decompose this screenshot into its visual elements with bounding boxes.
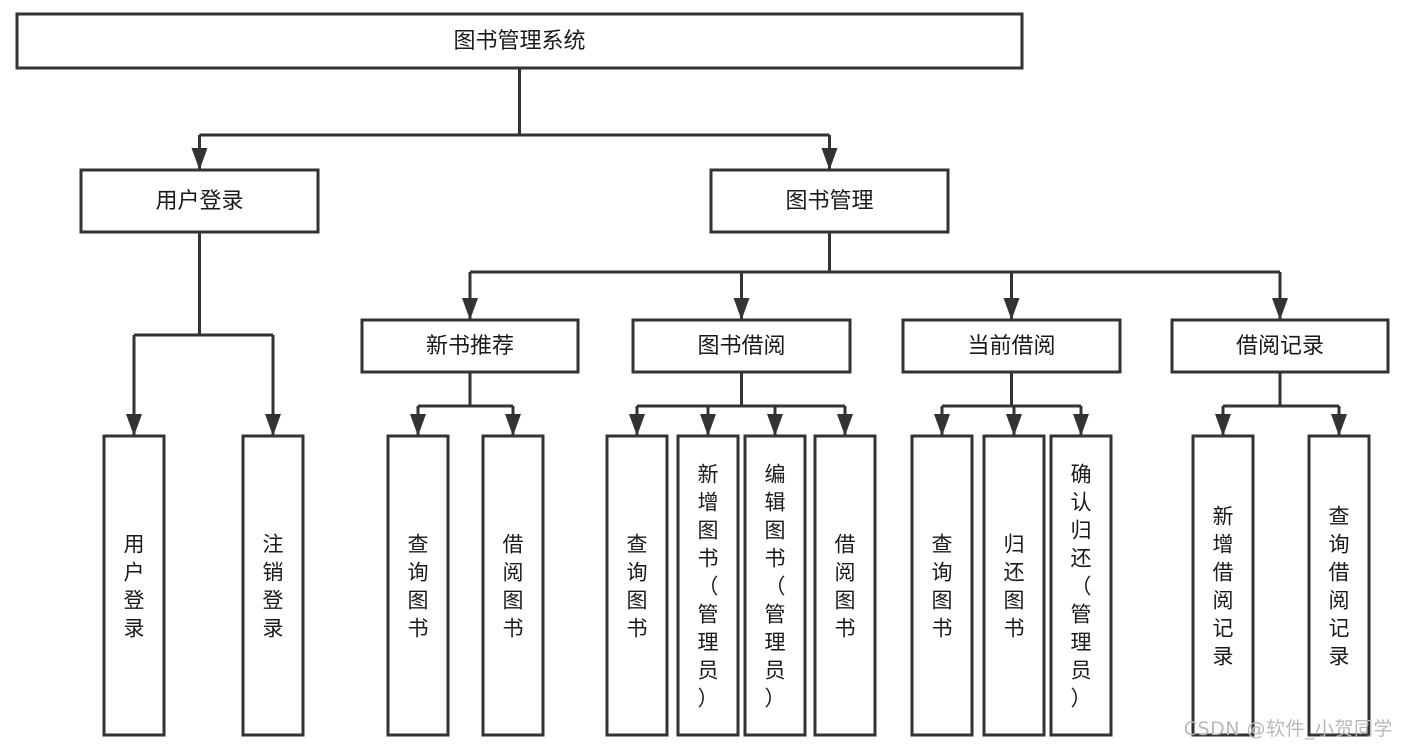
node-label: 确认归还（管理员） xyxy=(1071,462,1092,710)
node-label: 借阅图书 xyxy=(835,532,856,640)
node-current-borrow[interactable]: 当前借阅 xyxy=(901,318,1122,374)
node-box xyxy=(901,318,1122,374)
arrow-head-icon xyxy=(1272,298,1288,320)
arrow-head-icon xyxy=(733,298,750,320)
node-leaf-borrow-book-1[interactable]: 借阅图书 xyxy=(481,434,545,737)
arrow-head-icon xyxy=(462,298,478,320)
arrow-head-icon xyxy=(629,414,645,436)
node-new-book-rec[interactable]: 新书推荐 xyxy=(360,318,580,374)
arrow-head-icon xyxy=(1003,298,1020,320)
arrow-head-icon xyxy=(505,414,521,436)
node-label: 归还图书 xyxy=(1004,532,1025,640)
node-label: 图书管理 xyxy=(785,189,873,214)
node-label: 借阅记录 xyxy=(1236,334,1324,359)
node-leaf-query-record[interactable]: 查询借阅记录 xyxy=(1307,434,1371,737)
node-label: 图书借阅 xyxy=(697,334,785,359)
node-label: 注销登录 xyxy=(263,532,284,640)
node-leaf-return-book[interactable]: 归还图书 xyxy=(982,434,1046,737)
node-label: 新书推荐 xyxy=(426,334,514,359)
node-leaf-query-book-2[interactable]: 查询图书 xyxy=(605,434,669,737)
arrow-head-icon xyxy=(191,148,208,170)
node-box xyxy=(1307,434,1371,737)
node-box xyxy=(360,318,580,374)
node-label: 查询图书 xyxy=(408,532,429,640)
node-box xyxy=(813,434,877,737)
node-box xyxy=(15,12,1024,70)
arrow-head-icon xyxy=(821,148,838,170)
node-book-manage[interactable]: 图书管理 xyxy=(709,168,950,234)
node-label: 当前借阅 xyxy=(967,334,1055,359)
node-book-borrow[interactable]: 图书借阅 xyxy=(631,318,852,374)
node-root[interactable]: 图书管理系统 xyxy=(15,12,1024,70)
connector-layer xyxy=(126,68,1347,436)
node-label: 用户登录 xyxy=(124,532,145,640)
node-box xyxy=(982,434,1046,737)
node-box xyxy=(910,434,974,737)
arrow-head-icon xyxy=(410,414,426,436)
node-user-login[interactable]: 用户登录 xyxy=(79,168,320,234)
node-box xyxy=(743,434,807,737)
arrow-head-icon xyxy=(265,414,281,436)
node-leaf-borrow-book-2[interactable]: 借阅图书 xyxy=(813,434,877,737)
node-leaf-add-record[interactable]: 新增借阅记录 xyxy=(1191,434,1255,737)
node-borrow-record[interactable]: 借阅记录 xyxy=(1170,318,1390,374)
node-box xyxy=(709,168,950,234)
node-label: 查询图书 xyxy=(627,532,648,640)
node-label: 新增图书（管理员） xyxy=(698,462,719,710)
arrow-head-icon xyxy=(1006,414,1022,436)
arrow-head-icon xyxy=(700,414,716,436)
node-label: 用户登录 xyxy=(155,189,243,214)
node-layer: 图书管理系统用户登录图书管理新书推荐图书借阅当前借阅借阅记录用户登录注销登录查询… xyxy=(15,12,1390,737)
node-box xyxy=(1191,434,1255,737)
arrow-head-icon xyxy=(934,414,950,436)
node-box xyxy=(1170,318,1390,374)
arrow-head-icon xyxy=(767,414,783,436)
node-box xyxy=(631,318,852,374)
node-label: 查询借阅记录 xyxy=(1329,504,1350,668)
node-label: 编辑图书（管理员） xyxy=(765,462,786,710)
node-box xyxy=(676,434,740,737)
node-leaf-edit-book[interactable]: 编辑图书（管理员） xyxy=(743,434,807,737)
node-box xyxy=(605,434,669,737)
arrow-head-icon xyxy=(126,414,142,436)
node-leaf-query-book-3[interactable]: 查询图书 xyxy=(910,434,974,737)
node-leaf-query-book-1[interactable]: 查询图书 xyxy=(386,434,450,737)
node-box xyxy=(1049,434,1113,737)
node-leaf-confirm-return[interactable]: 确认归还（管理员） xyxy=(1049,434,1113,737)
node-label: 图书管理系统 xyxy=(453,29,585,54)
node-box xyxy=(241,434,305,737)
node-box xyxy=(102,434,166,737)
node-leaf-logout[interactable]: 注销登录 xyxy=(241,434,305,737)
arrow-head-icon xyxy=(837,414,853,436)
arrow-head-icon xyxy=(1331,414,1347,436)
node-label: 借阅图书 xyxy=(503,532,524,640)
node-box xyxy=(79,168,320,234)
node-box xyxy=(481,434,545,737)
node-leaf-add-book[interactable]: 新增图书（管理员） xyxy=(676,434,740,737)
arrow-head-icon xyxy=(1073,414,1089,436)
node-leaf-user-login[interactable]: 用户登录 xyxy=(102,434,166,737)
node-label: 查询图书 xyxy=(932,532,953,640)
node-label: 新增借阅记录 xyxy=(1213,504,1234,668)
arrow-head-icon xyxy=(1215,414,1231,436)
node-box xyxy=(386,434,450,737)
